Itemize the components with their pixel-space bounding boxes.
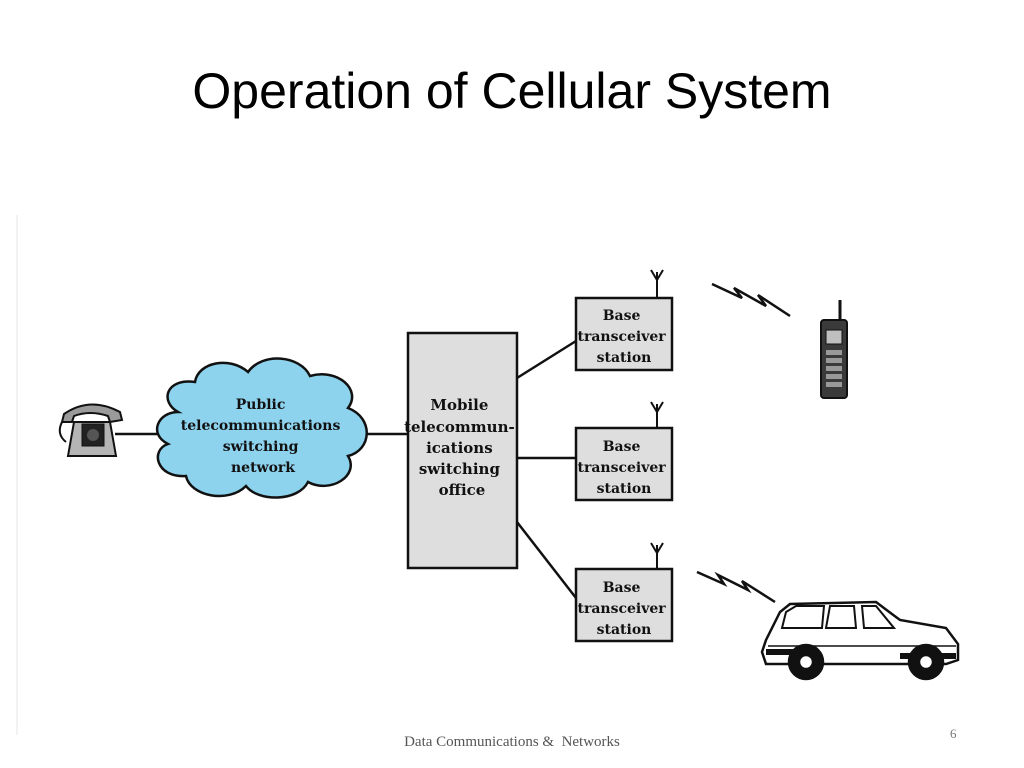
antenna-icon [650, 269, 664, 298]
cloud-label-line-1: Public [236, 397, 286, 413]
bts2-line-3: station [597, 481, 652, 497]
office-to-bts3-line [516, 521, 577, 599]
mobile-switching-office: Mobile telecommun- ications switching of… [404, 331, 520, 570]
bts1-line-3: station [597, 350, 652, 366]
connection-lines [115, 339, 577, 599]
office-label-line-1: Mobile [430, 396, 488, 414]
office-label-line-5: office [439, 481, 486, 499]
base-station-3-label: Base transceiver station [577, 580, 670, 638]
antenna-icon [650, 542, 664, 569]
office-label-line-3: ications [426, 439, 493, 457]
bts2-line-1: Base [603, 439, 641, 455]
cloud-label-line-2: telecommunications [181, 418, 341, 434]
antenna-icon [650, 401, 664, 428]
slide-title: Operation of Cellular System [192, 63, 832, 119]
bts1-line-2: transceiver [577, 329, 666, 345]
footer-text: Data Communications & Networks [404, 734, 620, 750]
page-number: 6 [950, 726, 957, 741]
lightning-bolt-icon [711, 282, 791, 318]
bts1-line-1: Base [603, 308, 641, 324]
bts3-line-2: transceiver [577, 601, 666, 617]
base-station-1-label: Base transceiver station [577, 308, 670, 366]
office-label: Mobile telecommun- ications switching of… [404, 396, 520, 499]
base-station-3: Base transceiver station [574, 542, 674, 643]
base-station-1: Base transceiver station [574, 269, 674, 372]
office-label-line-2: telecommun- [404, 418, 515, 436]
cloud-label-line-3: switching [223, 439, 299, 455]
lightning-bolt-icon [696, 570, 776, 604]
office-to-bts1-line [516, 339, 577, 380]
bts3-line-3: station [597, 622, 652, 638]
bts2-line-2: transceiver [577, 460, 666, 476]
base-station-2-label: Base transceiver station [577, 439, 670, 497]
mobile-phone-icon [820, 300, 848, 399]
office-label-line-4: switching [419, 460, 501, 478]
base-station-2: Base transceiver station [574, 401, 674, 502]
bts3-line-1: Base [603, 580, 641, 596]
cloud-label: Public telecommunications switching netw… [181, 397, 345, 476]
public-network-cloud: Public telecommunications switching netw… [156, 357, 368, 499]
telephone-icon [58, 403, 124, 457]
car-icon [760, 600, 960, 681]
cloud-label-line-4: network [231, 460, 295, 476]
